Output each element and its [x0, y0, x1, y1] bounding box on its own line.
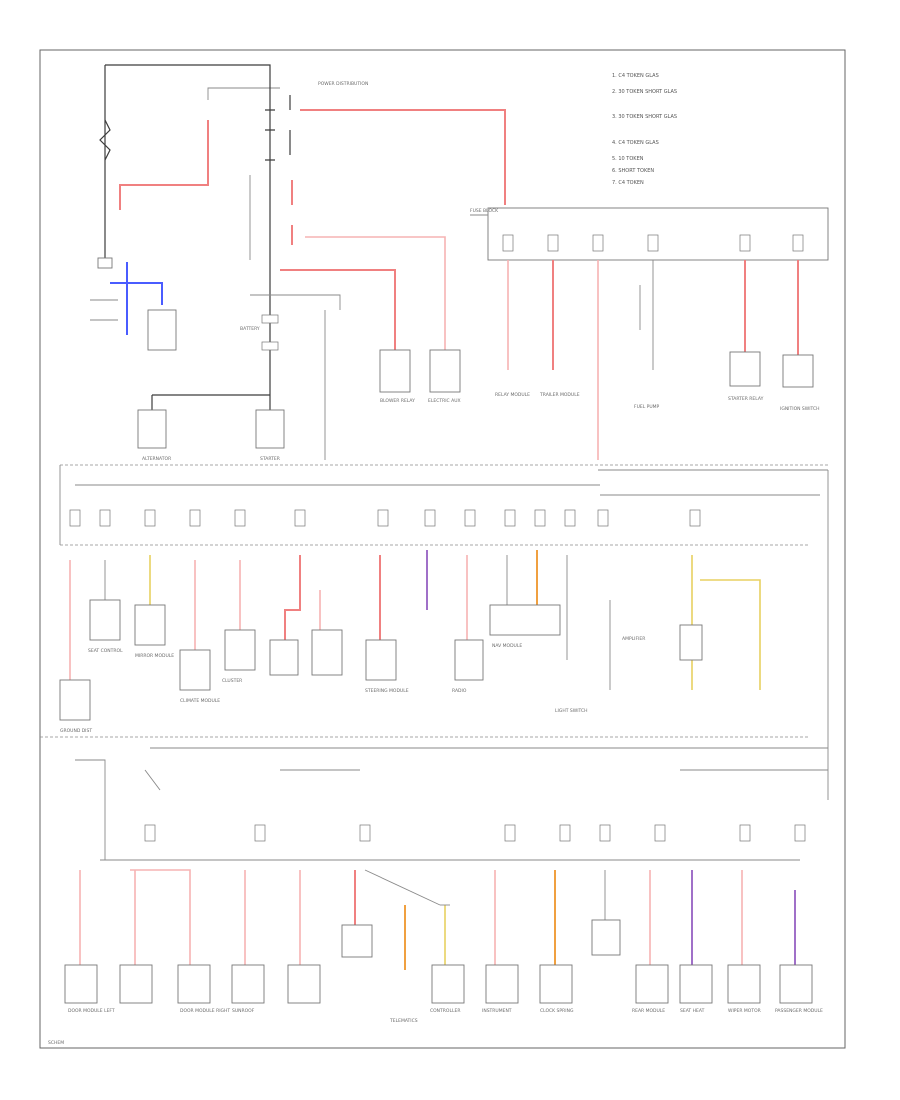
legend-item-6: 6. SHORT TOKEN [612, 168, 654, 174]
light-switch-label: LIGHT SWITCH [555, 708, 588, 714]
battery-label: BATTERY [240, 326, 260, 332]
rear-module-label: REAR MODULE [632, 1008, 665, 1014]
fuse-block [487, 207, 829, 261]
mirror-module-label: MIRROR MODULE [135, 653, 174, 659]
power-dist-label: POWER DISTRIBUTION [318, 81, 368, 87]
passenger-module-label: PASSENGER MODULE [775, 1008, 823, 1014]
steering-module-label: STEERING MODULE [365, 688, 409, 694]
legend-item-2: 2. 30 TOKEN SHORT GLAS [612, 89, 677, 95]
fuse-block-fuses [502, 234, 804, 252]
door-right-label: DOOR MODULE RIGHT [180, 1008, 230, 1014]
middle-fuses [69, 509, 701, 527]
radio-label: RADIO [452, 688, 467, 694]
starter-relay-label: STARTER RELAY [728, 396, 764, 402]
seat-heat-label: SEAT HEAT [680, 1008, 705, 1014]
relay-module-label: RELAY MODULE [495, 392, 530, 398]
legend: 1. C4 TOKEN GLAS 2. 30 TOKEN SHORT GLAS … [612, 73, 677, 186]
door-left-label: DOOR MODULE LEFT [68, 1008, 115, 1014]
bottom-section: DOOR MODULE LEFT DOOR MODULE RIGHT SUNRO… [40, 470, 829, 1024]
climate-module-label: CLIMATE MODULE [180, 698, 220, 704]
legend-item-3: 3. 30 TOKEN SHORT GLAS [612, 114, 677, 120]
telematics-label: TELEMATICS [389, 1018, 418, 1024]
ignition-switch-label: IGNITION SWITCH [780, 406, 820, 412]
instrument-label: INSTRUMENT [482, 1008, 512, 1014]
alternator-label: ALTERNATOR [142, 456, 171, 462]
elec-aux-label: ELECTRIC AUX [428, 398, 461, 404]
bottom-fuses [144, 824, 806, 842]
fuse-block-section: FUSE BLOCK STARTER RELAY FUEL PUMP RELAY… [470, 207, 829, 460]
cluster-label: CLUSTER [222, 678, 242, 684]
diagram-frame [39, 49, 846, 1049]
fuse-block-label: FUSE BLOCK [470, 208, 499, 214]
clock-spring-label: CLOCK SPRING [540, 1008, 574, 1014]
nav-label: NAV MODULE [492, 643, 522, 649]
legend-item-4: 4. C4 TOKEN GLAS [612, 140, 659, 146]
legend-item-5: 5. 10 TOKEN [612, 156, 644, 162]
middle-section: SEAT CONTROL MIRROR MODULE CLIMATE MODUL… [59, 464, 828, 734]
sunroof-label: SUNROOF [232, 1008, 255, 1014]
battery-section: ALTERNATOR STARTER BLOWER RELAY ELECTRIC… [90, 64, 506, 462]
seat-control-label: SEAT CONTROL [88, 648, 123, 654]
fuel-pump-label: FUEL PUMP [634, 404, 660, 410]
controller-label: CONTROLLER [430, 1008, 460, 1014]
legend-item-7: 7. C4 TOKEN [612, 180, 644, 186]
wiper-motor-label: WIPER MOTOR [728, 1008, 761, 1014]
starter-label: STARTER [260, 456, 280, 462]
ground-dist-label: GROUND DIST [60, 728, 92, 734]
blower-label: BLOWER RELAY [380, 398, 415, 404]
trailer-module-label: TRAILER MODULE [539, 392, 580, 398]
amp-label: AMPLIFIER [622, 636, 645, 642]
legend-item-1: 1. C4 TOKEN GLAS [612, 73, 659, 79]
footer-code: SCHEM [48, 1040, 64, 1046]
